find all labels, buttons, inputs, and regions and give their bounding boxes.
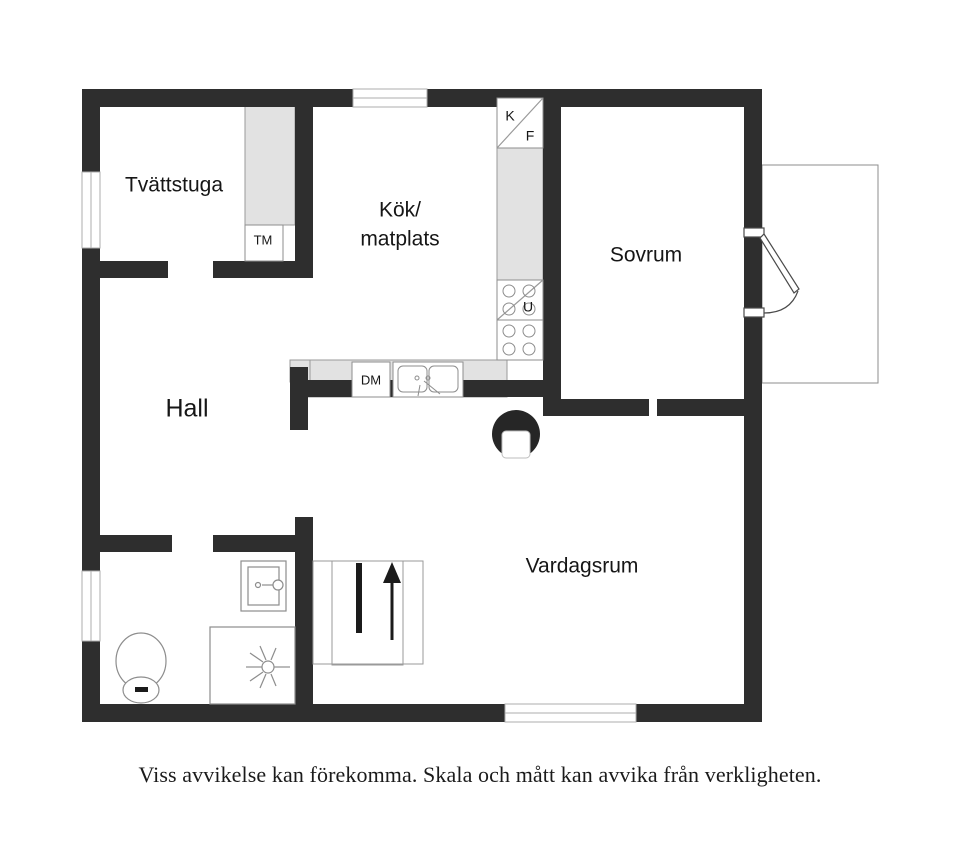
oven-burner-4 [522,302,536,316]
terrace-door-jamb-top [743,227,765,238]
cooktop-box [496,319,544,361]
appliance-label-freezer: F [526,128,535,144]
appliance-label-washing-machine: TM [254,232,273,247]
room-label-kok-line1: Kök/ [379,199,421,222]
basin-faucet-head [272,579,284,591]
sink-faucet-arm [423,380,441,395]
terrace-door-swing-arc [763,290,799,314]
room-label-tvattstuga: Tvättstuga [125,174,223,197]
disclaimer-caption: Viss avvikelse kan förekomma. Skala och … [138,762,822,787]
oven-burner-3 [502,302,516,316]
interior-wall-hall-kitchen-stub [290,367,308,430]
room-label-vardagsrum: Vardagsrum [526,555,639,578]
cooktop-burner-2 [522,324,536,338]
interior-wall-laundry-south-right [213,261,313,278]
washing-machine-box [244,224,284,262]
appliance-label-dishwasher: DM [361,372,381,387]
staircase-run [331,560,404,666]
appliance-label-oven: U [523,299,533,315]
appliance-label-fridge: K [505,108,515,124]
shower-spray [246,645,277,689]
exterior-wall-south [82,704,762,722]
terrace-door-jamb-bottom [743,307,765,318]
sink-drain-right [425,375,431,381]
cooktop-burner-3 [502,342,516,356]
interior-wall-laundry-south-left [82,261,168,278]
interior-wall-hall-south [82,446,100,552]
dishwasher-box [351,361,391,398]
interior-wall-bath-north-left [82,535,172,552]
staircase-railing [356,563,362,633]
wood-stove-opening [501,430,531,459]
room-label-hall: Hall [165,395,208,423]
sink-basin-right [428,365,459,393]
fridge-freezer-diagonal [496,97,544,149]
oven-burner-1 [502,284,516,298]
sink-faucet-spout [417,384,421,397]
sink-drain-left [414,375,420,381]
interior-wall-laundry-kitchen [295,89,313,270]
shower-tray [209,626,296,705]
laundry-counter [244,97,296,226]
room-label-sovrum: Sovrum [610,244,682,267]
interior-wall-kitchen-bedroom-upper [543,89,561,316]
basin-drain [254,581,262,589]
interior-wall-kitchen-bedroom-lower [543,316,561,416]
interior-wall-bath-north-right [213,535,313,552]
interior-wall-bedroom-south-right [657,399,762,416]
terrace-door-leaf [759,233,800,294]
toilet-flush-button [135,687,148,692]
cooktop-burner-4 [522,342,536,356]
terrace-deck [761,164,879,384]
oven-burner-2 [522,284,536,298]
interior-wall-bedroom-south-left [561,399,649,416]
staircase-up-arrow [383,562,401,583]
room-label-kok-line2: matplats [360,228,439,251]
shower-head [261,660,275,674]
sink-basin-left [397,365,428,393]
interior-wall-bath-east [295,517,313,722]
cooktop-burner-1 [502,324,516,338]
staircase-outline [312,560,424,665]
